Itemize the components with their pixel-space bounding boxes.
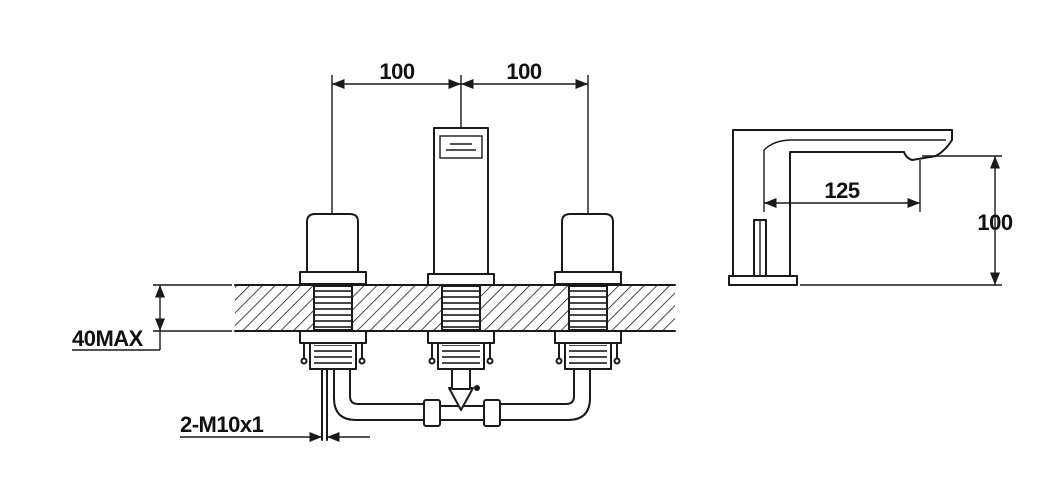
left-handle — [299, 213, 367, 285]
deck-thickness-label: 40MAX — [72, 326, 144, 351]
height-label: 100 — [977, 210, 1012, 235]
center-spout — [427, 127, 495, 286]
height-dimension — [800, 155, 1002, 286]
deck-thickness-dimension — [72, 284, 232, 351]
side-view-spout — [728, 129, 953, 286]
projection-dimension — [763, 150, 921, 212]
connecting-pipes — [321, 368, 591, 441]
left-shank — [299, 285, 367, 370]
right-handle — [554, 213, 622, 285]
spacing-left-label: 100 — [379, 59, 414, 84]
spacing-right-label: 100 — [506, 59, 541, 84]
connection-label: 2-M10x1 — [180, 412, 264, 437]
spacing-dimension — [331, 75, 589, 213]
right-shank — [554, 285, 622, 370]
center-shank — [427, 285, 495, 370]
projection-label: 125 — [824, 178, 859, 203]
